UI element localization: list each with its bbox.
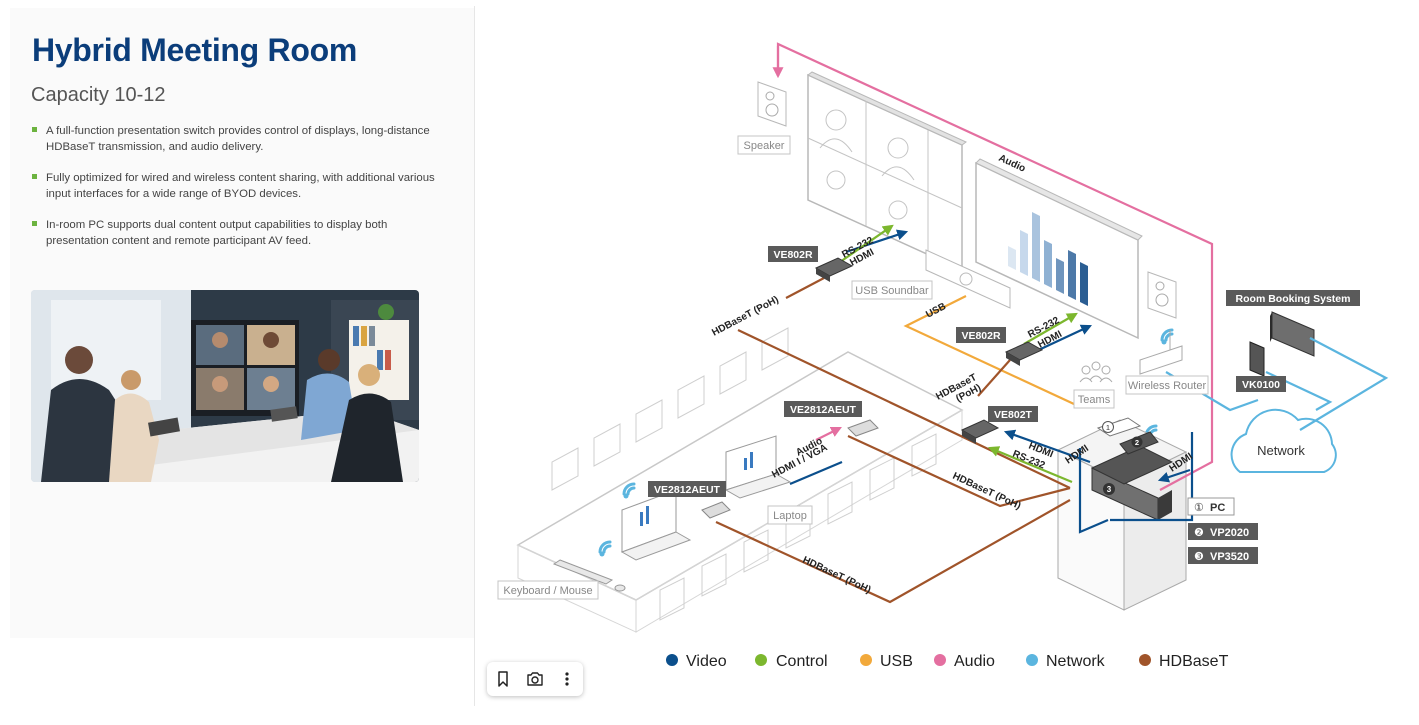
more-options-button[interactable] <box>554 666 580 692</box>
speaker-label: Speaker <box>744 140 785 152</box>
teams-label: Teams <box>1078 394 1111 406</box>
hdbaset-cable-bottom <box>715 499 1071 604</box>
key-label-pc: PC <box>1210 502 1225 514</box>
legend-dot-network <box>1026 654 1038 666</box>
laptop-label: Laptop <box>773 510 807 522</box>
laptop-icon <box>724 435 792 499</box>
ve802r-label-top: VE802R <box>773 249 813 261</box>
vk0100-label: VK0100 <box>1242 379 1280 391</box>
cable-label-hdbaset-bottom: HDBaseT (PoH) <box>801 555 873 596</box>
ve2812aeut-label-top: VE2812AEUT <box>790 404 857 416</box>
keyboard-mouse-icon <box>552 559 626 592</box>
keyboard-mouse-label: Keyboard / Mouse <box>503 585 592 597</box>
video-wall <box>807 71 967 272</box>
cable-label-hdbaset-right: HDBaseT (PoH) <box>951 471 1023 512</box>
ve802r-label-mid: VE802R <box>961 330 1001 342</box>
teams-icon <box>1079 361 1113 383</box>
ve802r-device-top <box>814 257 854 282</box>
legend-label-network: Network <box>1046 653 1106 670</box>
legend-label-audio: Audio <box>954 653 995 670</box>
key-num-3: ❸ <box>1194 551 1204 563</box>
system-diagram: 3 1 2 VE802R <box>497 42 1389 670</box>
feature-item: Fully optimized for wired and wireless c… <box>32 170 442 202</box>
laptop-icon <box>620 489 692 561</box>
bookmark-button[interactable] <box>490 666 516 692</box>
legend-label-hdbaset: HDBaseT <box>1159 653 1229 670</box>
room-booking-label: Room Booking System <box>1236 293 1351 305</box>
image-toolbar <box>487 662 583 696</box>
legend-dot-usb <box>860 654 872 666</box>
table-box-icon <box>701 419 879 519</box>
panel-divider <box>474 6 475 706</box>
page-title: Hybrid Meeting Room <box>32 32 357 68</box>
rs232-cable-tx <box>987 446 1073 484</box>
hdbaset-cable-right <box>847 435 1071 508</box>
ve802t-label: VE802T <box>994 409 1033 421</box>
meeting-room-photo <box>31 290 419 482</box>
chairs <box>551 327 937 621</box>
feature-item: A full-function presentation switch prov… <box>32 123 442 155</box>
cable-label-usb: USB <box>924 301 948 321</box>
ve2812aeut-label-bottom: VE2812AEUT <box>654 484 721 496</box>
room-booking-panel <box>1270 311 1315 357</box>
cable-label-hdbaset: HDBaseT (PoH) <box>710 294 780 338</box>
device-key: ① PC ❷ VP2020 ❸ VP3520 <box>1187 497 1258 564</box>
hdbaset-cable-top <box>737 329 1071 489</box>
key-label-vp3520: VP3520 <box>1210 551 1249 563</box>
wireless-router <box>1139 330 1183 375</box>
audio-laptop-cable <box>815 427 842 441</box>
usb-soundbar-label: USB Soundbar <box>855 285 929 297</box>
vk0100-device <box>1249 341 1265 377</box>
key-label-vp2020: VP2020 <box>1210 527 1249 539</box>
bookmark-icon <box>498 671 508 687</box>
speaker-right <box>1147 271 1177 319</box>
hdmi-cable-tx <box>1003 429 1091 464</box>
ve802r-device-mid <box>1004 341 1044 366</box>
legend: Video Control USB Audio Network HDBaseT <box>666 653 1229 670</box>
hdmi-cable-top <box>845 229 909 254</box>
legend-dot-control <box>755 654 767 666</box>
more-vertical-icon <box>565 672 569 686</box>
legend-dot-hdbaset <box>1139 654 1151 666</box>
legend-label-control: Control <box>776 653 828 670</box>
rs232-cable-top <box>839 224 894 263</box>
key-num-1: ① <box>1194 502 1204 514</box>
rack-number-2: 2 <box>1135 438 1139 447</box>
main-display <box>975 158 1143 340</box>
network-cloud <box>1230 408 1337 473</box>
legend-dot-video <box>666 654 678 666</box>
speaker-left <box>757 81 787 127</box>
visual-search-button[interactable] <box>522 666 548 692</box>
feature-item: In-room PC supports dual content output … <box>32 217 442 249</box>
legend-dot-audio <box>934 654 946 666</box>
network-cable-booking <box>1299 337 1389 431</box>
usb-soundbar <box>925 249 1011 309</box>
rack-number-3: 3 <box>1107 485 1112 494</box>
page-subtitle: Capacity 10-12 <box>31 84 166 106</box>
key-num-2: ❷ <box>1194 527 1204 539</box>
feature-list: A full-function presentation switch prov… <box>32 123 442 264</box>
wireless-router-label: Wireless Router <box>1128 380 1207 392</box>
legend-label-video: Video <box>686 653 727 670</box>
rs232-cable-mid <box>1023 312 1078 345</box>
network-label: Network <box>1257 443 1305 458</box>
rack-number-1: 1 <box>1106 423 1110 432</box>
hdmi-vga-cable <box>789 460 843 486</box>
legend-label-usb: USB <box>880 653 913 670</box>
equipment-rack: 3 1 2 <box>1056 417 1188 611</box>
camera-icon <box>527 672 543 686</box>
ve802t-device <box>960 419 1000 444</box>
network-cable-vk <box>1265 371 1333 411</box>
